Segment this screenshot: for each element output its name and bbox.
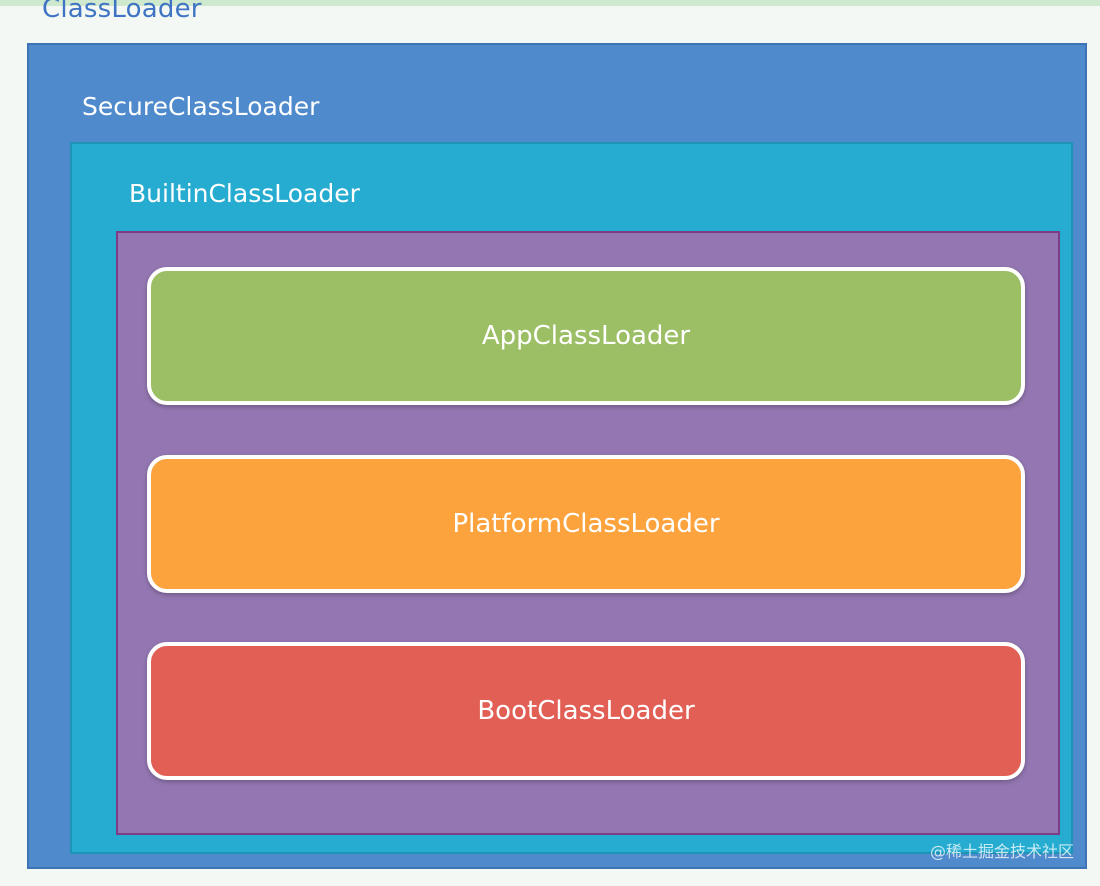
boot-classloader-label: BootClassLoader [477, 696, 695, 726]
watermark-text: @稀土掘金技术社区 [929, 842, 1074, 861]
classloader-title: ClassLoader [42, 0, 202, 24]
secure-classloader-label: SecureClassLoader [82, 92, 320, 121]
builtin-subclasses-container: AppClassLoader PlatformClassLoader BootC… [116, 231, 1060, 835]
platform-classloader-box: PlatformClassLoader [147, 455, 1025, 593]
platform-classloader-label: PlatformClassLoader [452, 509, 720, 539]
secure-classloader-box: SecureClassLoader BuiltinClassLoader App… [27, 43, 1087, 869]
builtin-classloader-label: BuiltinClassLoader [129, 179, 360, 208]
top-strip [0, 0, 1100, 6]
boot-classloader-box: BootClassLoader [147, 642, 1025, 780]
builtin-classloader-box: BuiltinClassLoader AppClassLoader Platfo… [70, 142, 1073, 854]
app-classloader-label: AppClassLoader [481, 321, 691, 351]
app-classloader-box: AppClassLoader [147, 267, 1025, 405]
